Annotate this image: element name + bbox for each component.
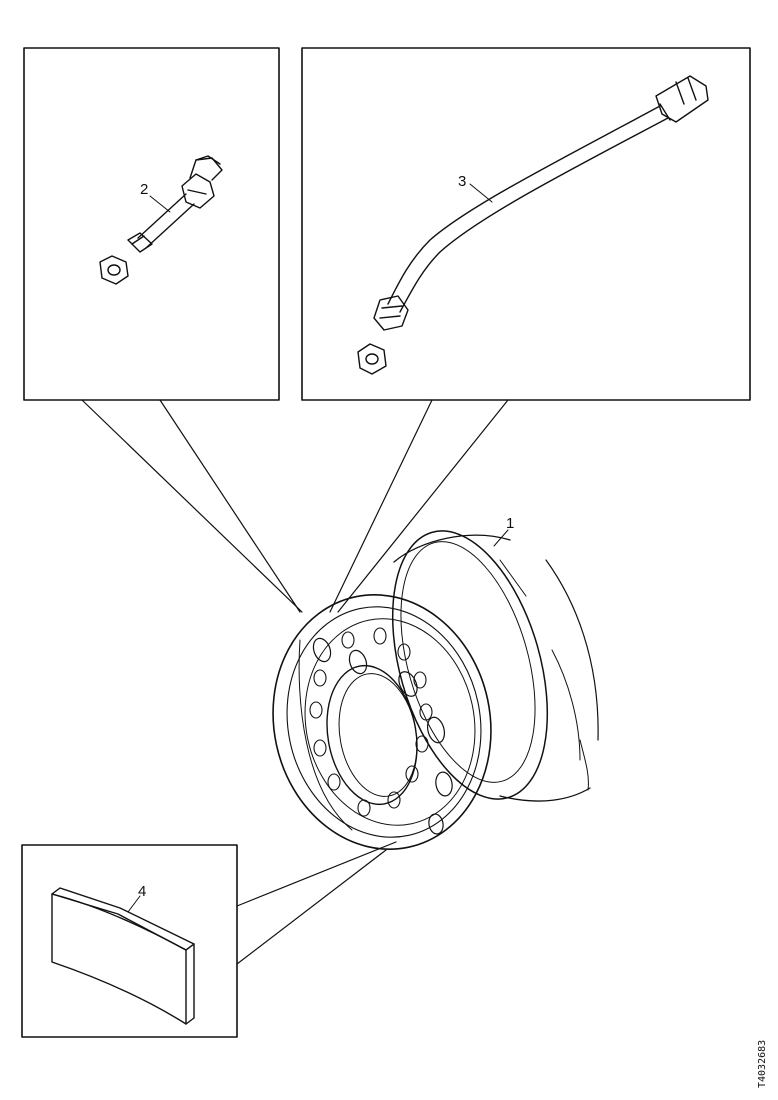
detail-box-frame (23, 47, 280, 401)
stud-holes (309, 627, 433, 817)
hex-nut (99, 255, 129, 285)
detail-box-short-valve (23, 47, 280, 401)
reference-code: T4032683 (757, 1040, 768, 1088)
detail-box-frame (21, 844, 238, 1038)
detail-box-frame (301, 47, 751, 401)
vent-holes (312, 637, 453, 835)
detail-box-balance-weight (21, 844, 238, 1038)
leader-line-3 (469, 183, 493, 203)
short-valve-extension (99, 155, 223, 285)
balance-weight (51, 887, 195, 1025)
callout-3: 3 (458, 173, 466, 190)
callout-2: 2 (140, 181, 148, 198)
leader-line-1 (493, 529, 509, 547)
long-valve-extension (357, 75, 709, 375)
callout-1: 1 (506, 515, 514, 532)
detail-box-long-valve (301, 47, 751, 401)
wheel-rim (272, 529, 599, 851)
leader-line-4 (127, 895, 141, 913)
leader-line-2 (149, 195, 171, 213)
connector-lines (81, 399, 509, 965)
hex-nut (357, 343, 387, 375)
callout-4: 4 (138, 883, 146, 900)
